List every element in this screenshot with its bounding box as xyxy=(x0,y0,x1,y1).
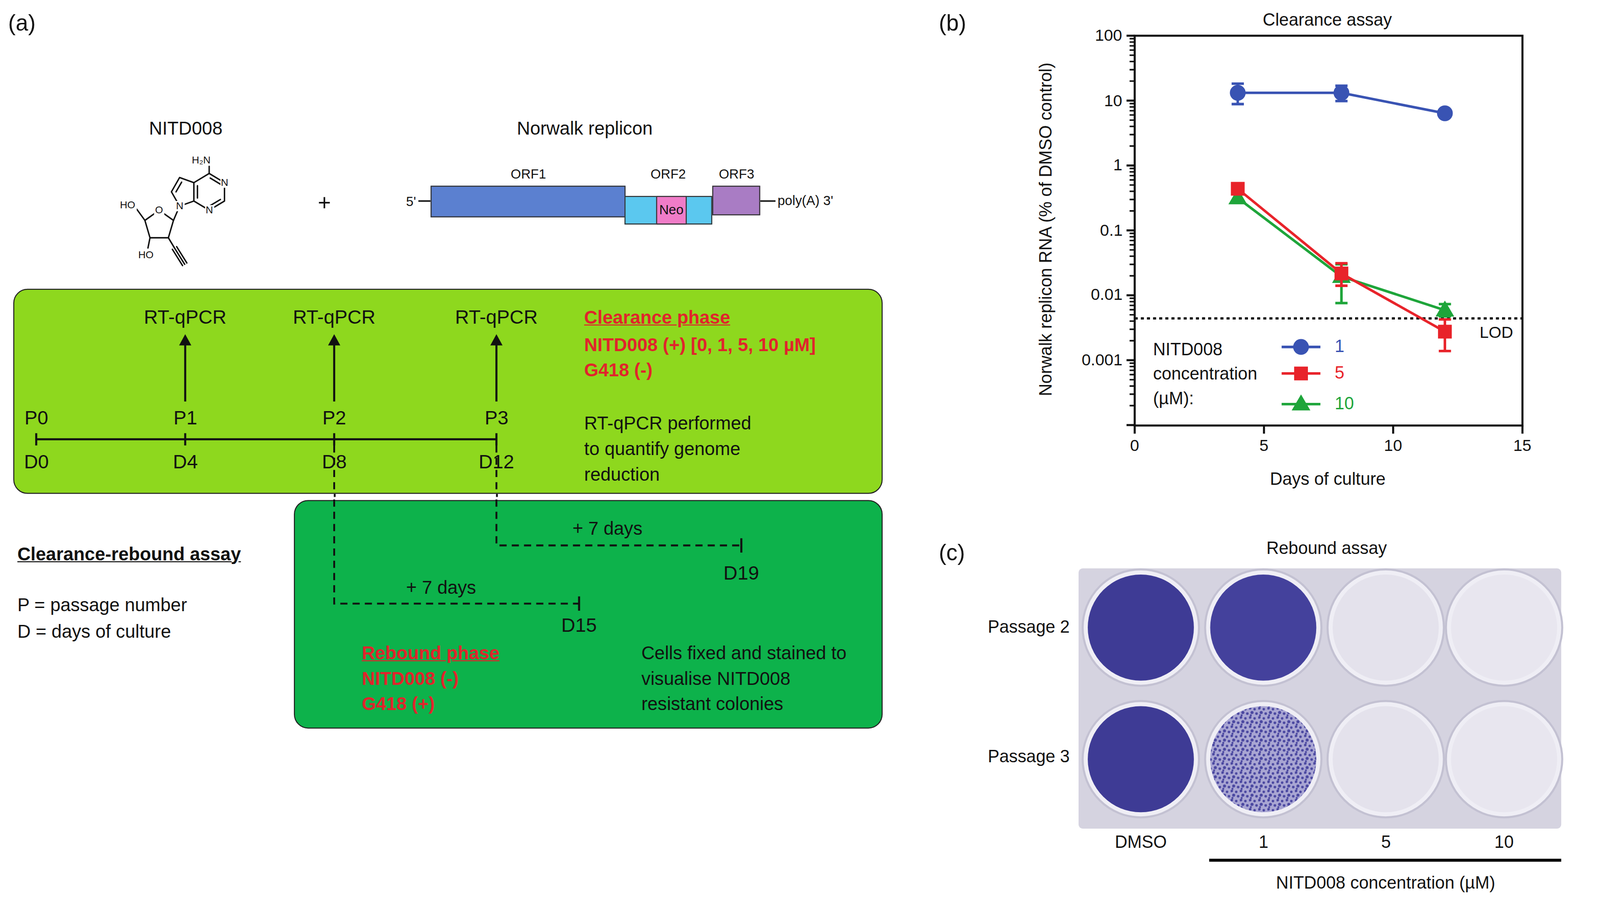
phase-panel: + 7 daysD19+ 7 daysD15Rebound phaseNITD0… xyxy=(293,499,883,729)
panel-letter: (b) xyxy=(938,9,967,36)
key-text: D = days of culture xyxy=(17,620,172,642)
phase-heading: Clearance phase xyxy=(584,307,731,329)
column-label: 5 xyxy=(1381,832,1391,853)
phase-panel: RT-qPCR RT-qPCR RT-qPCR Clearance phaseNITD… xyxy=(13,288,883,494)
tick-label: 0 xyxy=(1130,436,1140,456)
plus-sign: + xyxy=(317,189,331,215)
passage-label: P3 xyxy=(484,406,509,429)
passage-label: P1 xyxy=(173,406,198,429)
phase-heading: Rebound phase xyxy=(361,642,500,664)
text-label: RT-qPCR xyxy=(143,305,227,329)
column-label: 1 xyxy=(1258,832,1269,853)
day-label: D4 xyxy=(173,450,198,473)
tick-label: 5 xyxy=(1259,436,1269,456)
text-label: RT-qPCR xyxy=(292,305,376,329)
day-label: D19 xyxy=(723,561,760,585)
gene-label: Neo xyxy=(659,202,684,218)
series-10uM xyxy=(1230,190,1453,410)
atom-label: N xyxy=(174,200,185,212)
chemical-structure xyxy=(136,166,225,266)
axis-title: Days of culture xyxy=(1269,469,1386,490)
orf-label: ORF2 xyxy=(650,166,686,182)
atom-label: H₂N xyxy=(190,155,212,166)
orf-box: ORF2Neo xyxy=(624,195,713,225)
timeline-gap xyxy=(334,493,497,500)
condition-text: NITD008 (+) [0, 1, 5, 10 µM] xyxy=(584,334,816,356)
orf-box: ORF3 xyxy=(712,185,761,216)
atom-label: HO xyxy=(119,200,137,211)
day-label: D8 xyxy=(321,450,347,473)
series-5uM xyxy=(1231,183,1451,380)
condition-text: G418 (-) xyxy=(584,360,653,382)
passage-label: P0 xyxy=(24,406,49,429)
atom-label: N xyxy=(204,205,215,216)
assay-heading: Clearance-rebound assay xyxy=(17,543,241,565)
legend-title: NITD008 concentration (µM): xyxy=(1153,337,1274,412)
panel-letter: (c) xyxy=(938,539,966,565)
day-label: D12 xyxy=(478,450,515,473)
row-label: Passage 3 xyxy=(987,747,1070,768)
tick-label: 1 xyxy=(1113,156,1123,175)
orf-label: ORF1 xyxy=(510,166,547,182)
tick-label: 100 xyxy=(1095,26,1123,46)
end-label: 5' xyxy=(406,194,417,210)
duration-label: + 7 days xyxy=(406,577,477,599)
axis-title: NITD008 concentration (µM) xyxy=(1275,873,1496,894)
construct-name: Norwalk replicon xyxy=(516,117,653,139)
duration-label: + 7 days xyxy=(572,518,643,540)
axis-title: Norwalk replicon RNA (% of DMSO control) xyxy=(1035,62,1057,397)
orf-box: ORF1 xyxy=(430,185,626,218)
note-text: Cells fixed and stained to visualise NIT… xyxy=(641,640,856,717)
tick-label: 10 xyxy=(1104,91,1123,111)
chart-title: Rebound assay xyxy=(1266,538,1387,559)
note-text: RT-qPCR performed to quantify genome red… xyxy=(584,410,768,488)
column-label: DMSO xyxy=(1114,832,1167,853)
panel-letter: (a) xyxy=(8,9,36,36)
atom-label: HO xyxy=(137,249,155,261)
tick-label: 0.1 xyxy=(1100,221,1123,240)
legend-label: 1 xyxy=(1334,336,1345,358)
chart-axes xyxy=(1126,35,1523,434)
bracket-line xyxy=(1209,858,1562,863)
tick-label: 10 xyxy=(1383,436,1403,456)
passage-label: P2 xyxy=(322,406,347,429)
lod-label: LOD xyxy=(1479,323,1514,343)
plate-photo xyxy=(1078,568,1563,829)
column-label: 10 xyxy=(1494,832,1514,853)
day-label: D15 xyxy=(561,613,597,637)
tick-label: 15 xyxy=(1513,436,1532,456)
legend-label: 5 xyxy=(1334,363,1345,384)
neo-box: Neo xyxy=(656,195,687,225)
orf-label: ORF3 xyxy=(718,166,754,182)
tick-label: 0.01 xyxy=(1090,286,1123,305)
legend-label: 10 xyxy=(1334,393,1354,414)
end-label: poly(A) 3' xyxy=(777,193,834,209)
text-label: RT-qPCR xyxy=(455,305,538,329)
day-label: D0 xyxy=(23,450,49,473)
series-1uM xyxy=(1231,83,1452,354)
chart-title: Clearance assay xyxy=(1262,10,1392,31)
lod-line xyxy=(1134,317,1523,320)
minor-ticks xyxy=(1129,38,1135,406)
compound-name: NITD008 xyxy=(148,117,223,139)
atom-label: N xyxy=(219,177,230,188)
key-text: P = passage number xyxy=(17,594,188,616)
condition-text: NITD008 (-) xyxy=(361,668,459,690)
row-label: Passage 2 xyxy=(987,617,1070,638)
condition-text: G418 (+) xyxy=(361,694,435,716)
atom-label: O xyxy=(154,205,165,216)
tick-label: 0.001 xyxy=(1081,351,1123,370)
